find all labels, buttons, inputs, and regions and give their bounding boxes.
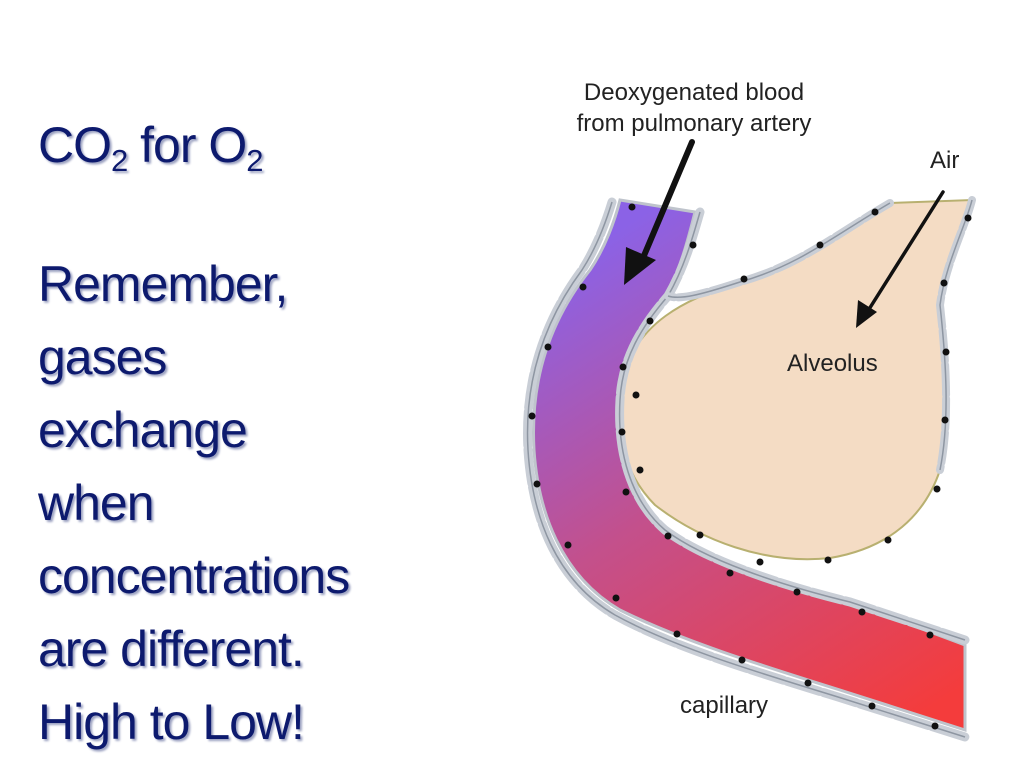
heading-co: CO [38,117,112,173]
body-line: High to Low! [38,694,305,750]
deoxygenated-arrow [624,139,695,285]
body-line: exchange [38,402,248,458]
body-text: Remember, gases exchange when concentrat… [38,248,350,759]
body-line: when [38,475,155,531]
alveolus-label: Alveolus [787,350,878,377]
capillary-label: capillary [680,692,768,719]
air-arrow [856,190,945,328]
cell-nuclei [528,203,972,730]
deoxygenated-label-line2: from pulmonary artery [577,110,812,137]
heading-o-subscript: 2 [246,143,263,178]
heading-for-o: for O [127,117,247,173]
body-line: are different. [38,621,305,677]
slide-heading: CO2 for O2 [38,117,264,177]
alveolar-wall-edge [667,199,973,471]
deoxygenated-label-line1: Deoxygenated blood [584,79,804,106]
alveolus-diagram: Deoxygenated blood from pulmonary artery… [523,79,976,742]
heading-co-subscript: 2 [111,143,128,178]
air-label: Air [930,147,959,174]
capillary-outer-wall-edge [526,201,966,738]
body-line: gases [38,329,167,385]
body-line: Remember, [38,256,288,312]
body-line: concentrations [38,548,350,604]
